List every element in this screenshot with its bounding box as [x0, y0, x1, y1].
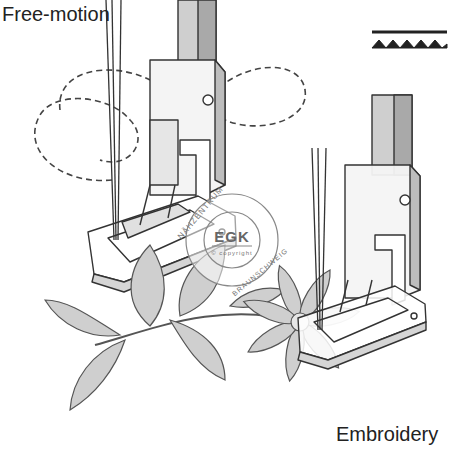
view-title: Embroidery	[336, 424, 438, 444]
stitch-symbol	[372, 32, 447, 48]
watermark: © copyright	[211, 250, 252, 256]
embroidery-foot	[298, 95, 426, 369]
needle	[312, 148, 326, 330]
needle	[106, 0, 121, 240]
view-title: Free-motion	[2, 4, 110, 24]
watermark: EGK	[214, 229, 250, 244]
